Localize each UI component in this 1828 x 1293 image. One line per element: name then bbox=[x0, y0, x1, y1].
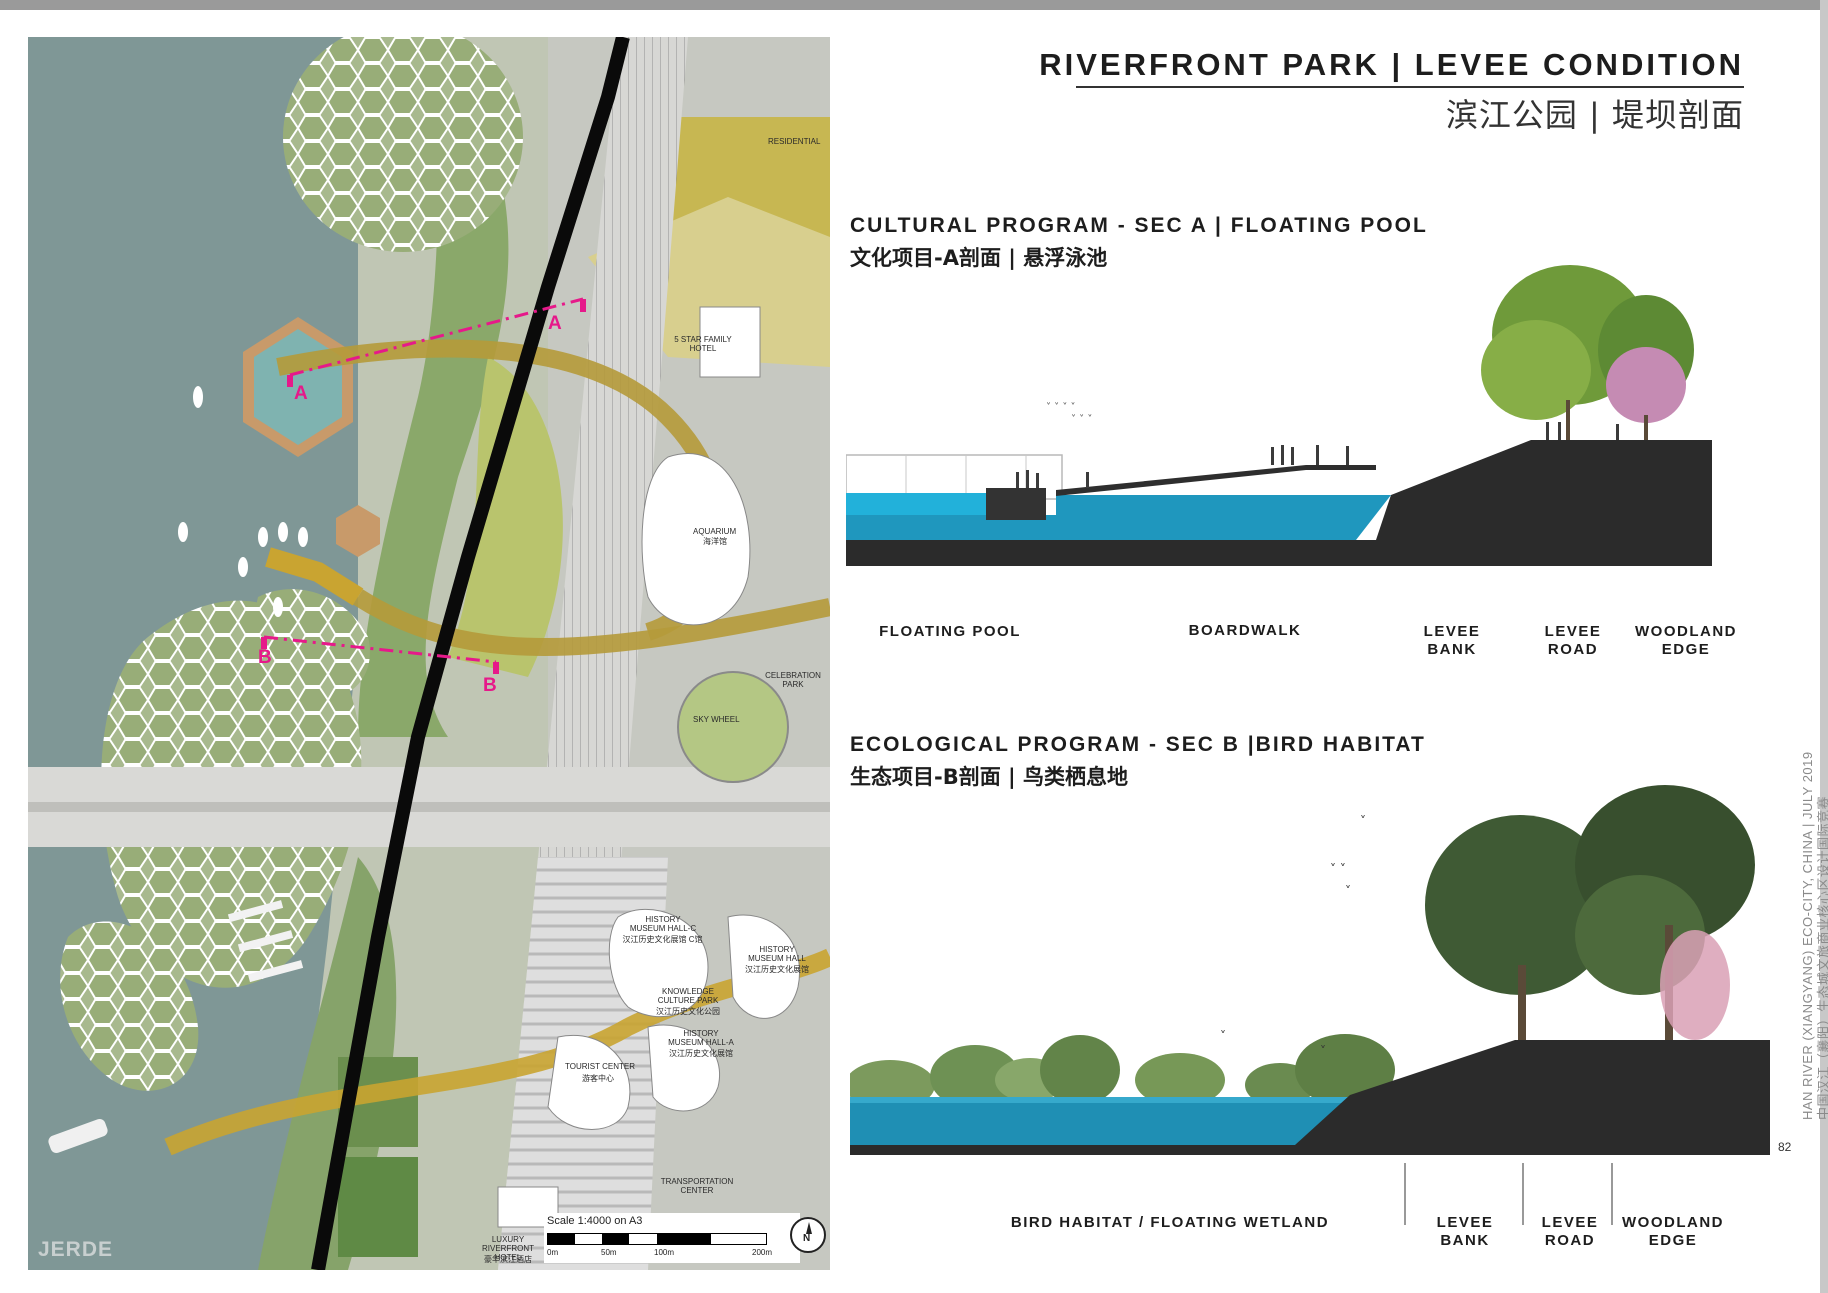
people-figures bbox=[1016, 422, 1619, 488]
section-a-marker-left: A bbox=[294, 383, 308, 404]
north-arrow-icon: N bbox=[790, 1217, 826, 1253]
section-b-title-cn: 生态项目-B剖面 | 鸟类栖息地 bbox=[850, 765, 1129, 789]
boat-icon bbox=[193, 386, 203, 408]
section-b-cut bbox=[263, 635, 497, 664]
levee-line bbox=[311, 37, 630, 1270]
label-history-museum-c: HISTORY MUSEUM HALL-C bbox=[629, 915, 697, 933]
pool-water bbox=[846, 493, 986, 515]
island-north bbox=[283, 37, 523, 252]
scale-tick-3: 200m bbox=[752, 1248, 773, 1257]
label-history-museum-a: HISTORY MUSEUM HALL-A bbox=[668, 1029, 734, 1047]
label-history-museum-a-cn: 汉江历史文化展馆 bbox=[669, 1049, 733, 1058]
label-tourist-center-cn: 游客中心 bbox=[582, 1074, 614, 1083]
label-history-museum-b-cn: 汉江历史文化展馆 bbox=[745, 965, 809, 974]
svg-text:˅ ˅ ˅ ˅: ˅ ˅ ˅ ˅ bbox=[1046, 401, 1076, 413]
section-b-zone-levee-bank: LEVEE BANK bbox=[1436, 1214, 1494, 1249]
celebration-park bbox=[677, 671, 789, 783]
label-knowledge-park: KNOWLEDGE CULTURE PARK bbox=[657, 987, 719, 1005]
riverbank-park bbox=[358, 77, 509, 737]
svg-text:˅: ˅ bbox=[1220, 1029, 1226, 1043]
levee-body bbox=[850, 1040, 1770, 1155]
label-residential: RESIDENTIAL bbox=[768, 137, 821, 146]
scale-bar-graphic bbox=[547, 1233, 767, 1245]
page-number: 82 bbox=[1778, 1140, 1792, 1154]
aquarium-building bbox=[641, 453, 751, 626]
scale-title: Scale 1:4000 on A3 bbox=[547, 1215, 643, 1227]
site-plan-drawing bbox=[28, 37, 830, 1270]
side-note-cn: 中国汉江（襄阳）生态城文旅商业核心区设计国际竞赛 bbox=[1816, 795, 1828, 1120]
top-border bbox=[0, 0, 1828, 10]
svg-text:˅ ˅: ˅ ˅ bbox=[1330, 862, 1346, 876]
label-history-museum-c-cn: 汉江历史文化展馆 C馆 bbox=[622, 935, 703, 944]
svg-text:˅: ˅ bbox=[1320, 1044, 1326, 1058]
section-b-zone-woodland-edge: WOODLAND EDGE bbox=[1622, 1214, 1724, 1249]
section-b-marker-right: B bbox=[483, 675, 497, 696]
section-b-marker-left: B bbox=[258, 647, 272, 668]
section-a-title: CULTURAL PROGRAM - SEC A | FLOATING POOL bbox=[850, 214, 1428, 237]
side-note-en: HAN RIVER (XIANGYANG) ECO-CITY, CHINA | … bbox=[1800, 751, 1815, 1120]
page-title-cn: 滨江公园 | 堤坝剖面 bbox=[1445, 96, 1744, 134]
flowering-tree bbox=[1660, 930, 1730, 1040]
tree-canopy-large bbox=[1425, 815, 1615, 995]
flowering-tree bbox=[1606, 347, 1686, 423]
river-water-section bbox=[1056, 495, 1391, 540]
label-luxury-hotel-cn: 豪华滨江酒店 bbox=[484, 1255, 532, 1264]
label-knowledge-park-cn: 汉江历史文化公园 bbox=[656, 1007, 720, 1016]
section-a-marker-right: A bbox=[548, 313, 562, 334]
label-celebration-park: CELEBRATION PARK bbox=[765, 671, 821, 689]
label-history-museum-b: HISTORY MUSEUM HALL bbox=[748, 945, 806, 963]
scale-bar: Scale 1:4000 on A3 0m 50m 100m 200m bbox=[544, 1213, 800, 1263]
levee-body bbox=[846, 440, 1712, 566]
svg-text:˅: ˅ bbox=[1345, 884, 1351, 898]
label-aquarium: AQUARIUM bbox=[693, 527, 737, 536]
label-sky-wheel: SKY WHEEL bbox=[693, 715, 740, 724]
scale-tick-1: 50m bbox=[601, 1248, 617, 1257]
wetland-water bbox=[850, 1097, 1365, 1145]
firm-watermark: JERDE bbox=[38, 1238, 114, 1261]
site-plan: A A B B RESIDENTIAL 5 STAR FAMILY HOTEL … bbox=[28, 37, 830, 1270]
section-a-zone-woodland-edge: WOODLAND EDGE bbox=[1635, 623, 1737, 658]
section-b-zone-levee-road: LEVEE ROAD bbox=[1541, 1214, 1599, 1249]
section-a-zone-levee-bank: LEVEE BANK bbox=[1423, 623, 1481, 658]
section-b-title: ECOLOGICAL PROGRAM - SEC B |BIRD HABITAT bbox=[850, 733, 1426, 756]
svg-text:˅ ˅ ˅: ˅ ˅ ˅ bbox=[1071, 413, 1092, 425]
section-a-zone-levee-road: LEVEE ROAD bbox=[1544, 623, 1602, 658]
scale-tick-0: 0m bbox=[547, 1248, 559, 1257]
section-a-cut bbox=[289, 297, 584, 377]
right-border bbox=[1820, 0, 1828, 1293]
label-star-family-hotel: 5 STAR FAMILY HOTEL bbox=[674, 335, 732, 353]
label-tourist-center: TOURIST CENTER bbox=[565, 1062, 635, 1071]
boardwalk-ramp bbox=[1056, 465, 1376, 496]
section-a-zone-boardwalk: BOARDWALK bbox=[1188, 622, 1302, 639]
section-a-zone-floating-pool: FLOATING POOL bbox=[879, 623, 1021, 640]
label-luxury-hotel: LUXURY RIVERFRONT HOTEL bbox=[482, 1235, 534, 1262]
section-b-zone-bird-habitat: BIRD HABITAT / FLOATING WETLAND bbox=[1010, 1214, 1330, 1231]
label-aquarium-cn: 海洋馆 bbox=[703, 537, 727, 546]
section-a-title-cn: 文化项目-A剖面 | 悬浮泳池 bbox=[850, 246, 1108, 270]
project-side-note: HAN RIVER (XIANGYANG) ECO-CITY, CHINA | … bbox=[1800, 751, 1828, 1120]
section-a-drawing: ˅ ˅ ˅ ˅ ˅ ˅ ˅ bbox=[846, 265, 1712, 566]
section-b-zone-dividers bbox=[1404, 1163, 1613, 1225]
label-transportation-center: TRANSPORTATION CENTER bbox=[660, 1177, 734, 1195]
scale-tick-2: 100m bbox=[654, 1248, 675, 1257]
page-title: RIVERFRONT PARK | LEVEE CONDITION bbox=[1039, 47, 1744, 82]
north-label: N bbox=[803, 1233, 811, 1244]
pier-walk bbox=[265, 547, 364, 606]
svg-text:˅: ˅ bbox=[1360, 814, 1366, 828]
section-b-drawing: ˅ ˅ ˅ ˅ ˅ ˅ bbox=[850, 785, 1770, 1155]
title-underline bbox=[1076, 86, 1744, 88]
